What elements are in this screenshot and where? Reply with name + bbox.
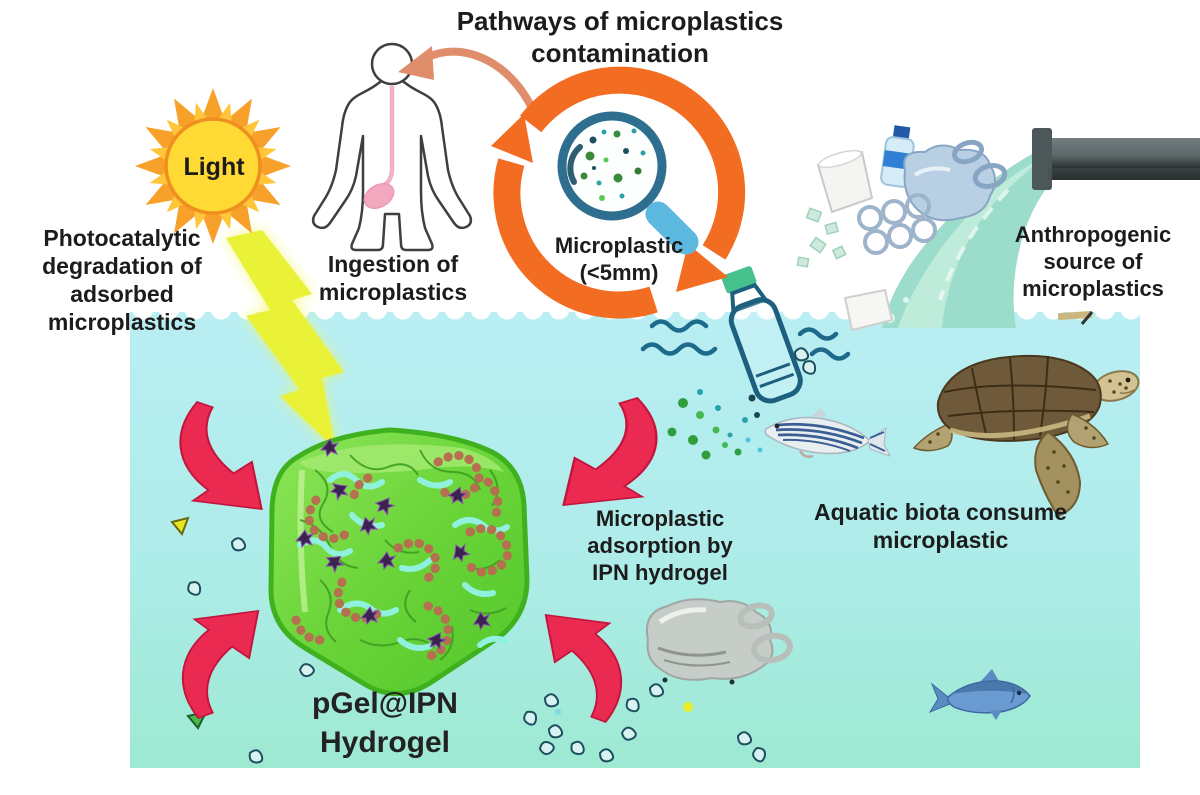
hydrogel-label: pGel@IPN Hydrogel (312, 687, 458, 759)
stomach-icon (363, 86, 395, 209)
plastic-fragments (796, 207, 847, 268)
diagram-title: Pathways of microplastics contamination (456, 6, 784, 68)
sewage-pipe-icon (1032, 128, 1200, 190)
red-arrow-icon (544, 613, 623, 723)
microplastic-size-label: Microplastic (<5mm) (554, 233, 684, 285)
red-arrow-icon (562, 396, 658, 507)
blue-fish-icon (928, 669, 1031, 720)
water-ripples (640, 319, 851, 361)
human-figure-icon (311, 42, 473, 252)
floating-bottle-icon (721, 266, 803, 404)
plastic-cup-icon (816, 149, 874, 214)
magnified-particles (580, 128, 646, 201)
magnifier-icon (557, 111, 699, 255)
sea-turtle-icon (912, 354, 1140, 518)
cycle-arrows-icon (491, 66, 746, 319)
ingestion-label: Ingestion of microplastics (318, 251, 468, 306)
microplastic-dots (667, 389, 763, 460)
submerged-bag-icon (646, 598, 793, 681)
photocatalytic-label: Photocatalytic degradation of adsorbed m… (42, 225, 202, 336)
sun-icon (135, 88, 291, 244)
red-arrow-icon (181, 609, 260, 719)
sun-label: Light (183, 153, 245, 181)
hydrogel-icon (268, 427, 530, 696)
aquatic-label: Aquatic biota consume microplastic (813, 499, 1068, 554)
anthropogenic-label: Anthropogenic source of microplastics (1014, 222, 1172, 301)
ingestion-arrow-icon (398, 46, 537, 114)
lightning-icon (226, 230, 344, 450)
polymer-network (291, 449, 513, 661)
red-arrow-icon (179, 400, 263, 511)
zebrafish-icon (764, 408, 891, 459)
tilted-cup-icon (843, 288, 1094, 332)
adsorption-label: Microplastic adsorption by IPN hydrogel (587, 506, 733, 585)
six-pack-rings-icon (857, 193, 937, 255)
debris-bits (170, 347, 820, 765)
